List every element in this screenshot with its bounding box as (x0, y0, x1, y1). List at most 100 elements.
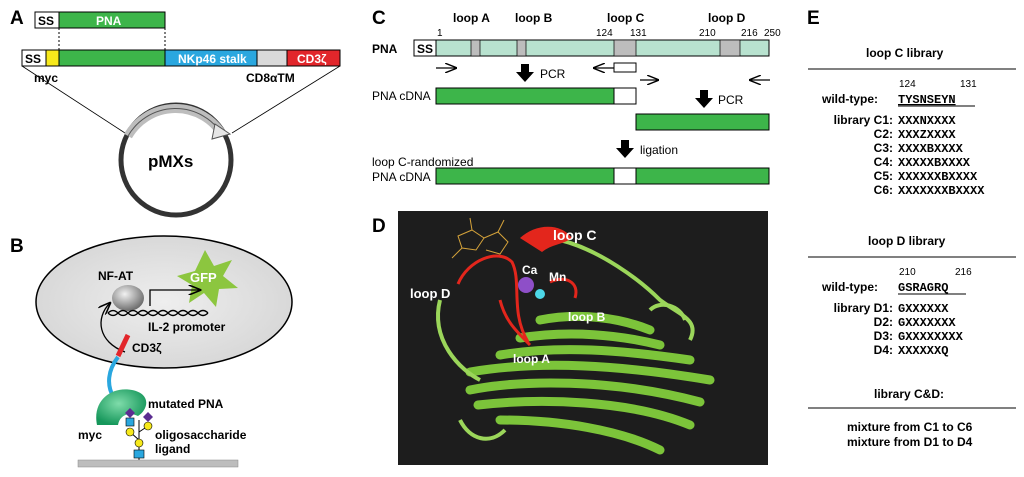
transcription-arrow (149, 290, 200, 306)
cd3z-segment (115, 333, 131, 358)
pna-structure-image (398, 211, 768, 465)
fusion-construct: SS NKp46 stalk CD3ζ (21, 49, 341, 67)
nfat-label: NF-AT (98, 269, 134, 283)
cdna-label-1: PNA cDNA (372, 89, 431, 103)
loop-c-library-title: loop C library (866, 46, 944, 60)
loop-b-struct-label: loop B (568, 310, 606, 324)
loop-b-block (516, 39, 527, 57)
loop-c-label: loop C (607, 11, 645, 25)
loop-d-wt-label: wild-type: (821, 280, 878, 294)
pos-131: 131 (630, 28, 647, 39)
cdna-fragment-1-tail (613, 87, 637, 105)
signal-arrow (101, 303, 126, 353)
loop-d-row-3-seq: GXXXXXXXX (898, 330, 964, 344)
pna-construct: SS PNA (34, 11, 166, 29)
ligation-arrow (616, 140, 634, 158)
loop-b-label: loop B (515, 11, 553, 25)
primer-tail (613, 62, 637, 73)
panel-b-letter: B (10, 236, 24, 257)
dna-helix (107, 309, 209, 317)
pna-row-label: PNA (372, 42, 398, 56)
loop-d-row-2-label: D2: (874, 315, 893, 329)
cd-line-2: mixture from D1 to D4 (847, 435, 973, 449)
pna-label: PNA (96, 14, 122, 28)
cd8-tm-box (256, 49, 288, 67)
loop-c-pos-start: 124 (899, 79, 916, 90)
loop-c-row-4-label: C4: (874, 155, 893, 169)
loop-c-row-6-label: C6: (874, 183, 893, 197)
loop-d-pos-end: 216 (955, 267, 972, 278)
loop-c-row-6-seq: XXXXXXXBXXXX (898, 184, 985, 198)
pna-domain-bar: SS (413, 39, 770, 57)
loop-c-row-5-seq: XXXXXXBXXXX (898, 170, 978, 184)
panel-d-letter: D (372, 216, 386, 237)
pna-fusion-box (58, 49, 166, 67)
ligand-surface (77, 459, 239, 468)
pos-124: 124 (596, 28, 613, 39)
pos-250: 250 (764, 28, 781, 39)
insert-line-right (231, 65, 341, 134)
pcr-label-1: PCR (540, 67, 566, 81)
loop-a-struct-label: loop A (513, 352, 550, 366)
pcr-label-2: PCR (718, 93, 744, 107)
myc-tag-box (45, 49, 60, 67)
pos-210: 210 (699, 28, 716, 39)
loop-a-label: loop A (453, 11, 490, 25)
loop-c-wt-seq: TYSNSEYN (898, 93, 956, 107)
loop-d-row-1-seq: GXXXXXX (898, 302, 949, 316)
loop-c-struct-label: loop C (553, 227, 597, 243)
loop-c-block (613, 39, 637, 57)
loop-d-row-2-seq: GXXXXXXX (898, 316, 956, 330)
pos-1: 1 (437, 28, 443, 39)
myc-label-a: myc (34, 71, 58, 85)
randomized-label-line2: PNA cDNA (372, 170, 431, 184)
loop-c-row-3-seq: XXXXBXXXX (898, 142, 964, 156)
loop-c-row-1-seq: XXXNXXXX (898, 114, 956, 128)
randomized-cdna-bar (435, 167, 770, 185)
cd-library-title: library C&D: (874, 387, 944, 401)
loop-c-row-2-label: C2: (874, 127, 893, 141)
loop-d-wt-seq: GSRAGRQ (898, 281, 948, 295)
loop-c-row-1-label: library C1: (834, 113, 893, 127)
loop-d-pos-start: 210 (899, 267, 916, 278)
randomized-label-line1: loop C-randomized (372, 155, 473, 169)
mn-label: Mn (549, 270, 566, 284)
loop-d-row-1-label: library D1: (834, 301, 893, 315)
insert-arc-outline (127, 108, 223, 137)
cd8tm-label: CD8αTM (246, 71, 295, 85)
panel-e-letter: E (807, 8, 820, 29)
ss-label-c: SS (417, 42, 433, 56)
loop-a-block (470, 39, 481, 57)
nkp46-label: NKp46 stalk (178, 52, 247, 66)
cd3z-label-a: CD3ζ (297, 52, 327, 66)
pos-216: 216 (741, 28, 758, 39)
mutated-pna-shape (96, 389, 147, 425)
loop-d-row-3-label: D3: (874, 329, 893, 343)
insert-arrowhead (211, 123, 232, 140)
ss-label-bottom: SS (25, 52, 41, 66)
loop-d-row-4-seq: XXXXXXQ (898, 344, 948, 358)
il2-promoter-label: IL-2 promoter (148, 320, 226, 334)
cd3z-box (286, 49, 341, 67)
plasmid-label: pMXs (148, 152, 193, 171)
ca-label: Ca (522, 263, 538, 277)
loop-d-label: loop D (708, 11, 746, 25)
ss-label-top: SS (38, 14, 54, 28)
loop-c-row-5-label: C5: (874, 169, 893, 183)
gfp-label: GFP (190, 270, 217, 285)
panel-a-letter: A (10, 8, 24, 29)
mutated-pna-label: mutated PNA (148, 397, 224, 411)
cd3z-label-b: CD3ζ (132, 341, 162, 355)
loop-a-ribbon (498, 299, 532, 347)
myc-label-b: myc (78, 428, 102, 442)
loop-c-ribbon (520, 226, 572, 252)
ligand-label-line1: oligosaccharide (155, 428, 247, 442)
insert-line-left (21, 65, 126, 134)
loop-c-rows: library C1: XXXNXXXX C2: XXXZXXXX C3: XX… (834, 113, 986, 198)
loop-c-wt-label: wild-type: (821, 92, 878, 106)
loop-c-pos-end: 131 (960, 79, 977, 90)
loop-c-row-4-seq: XXXXXBXXXX (898, 156, 971, 170)
pcr-arrow-2 (695, 90, 713, 108)
ligation-label: ligation (640, 143, 678, 157)
pna-box (58, 11, 166, 29)
